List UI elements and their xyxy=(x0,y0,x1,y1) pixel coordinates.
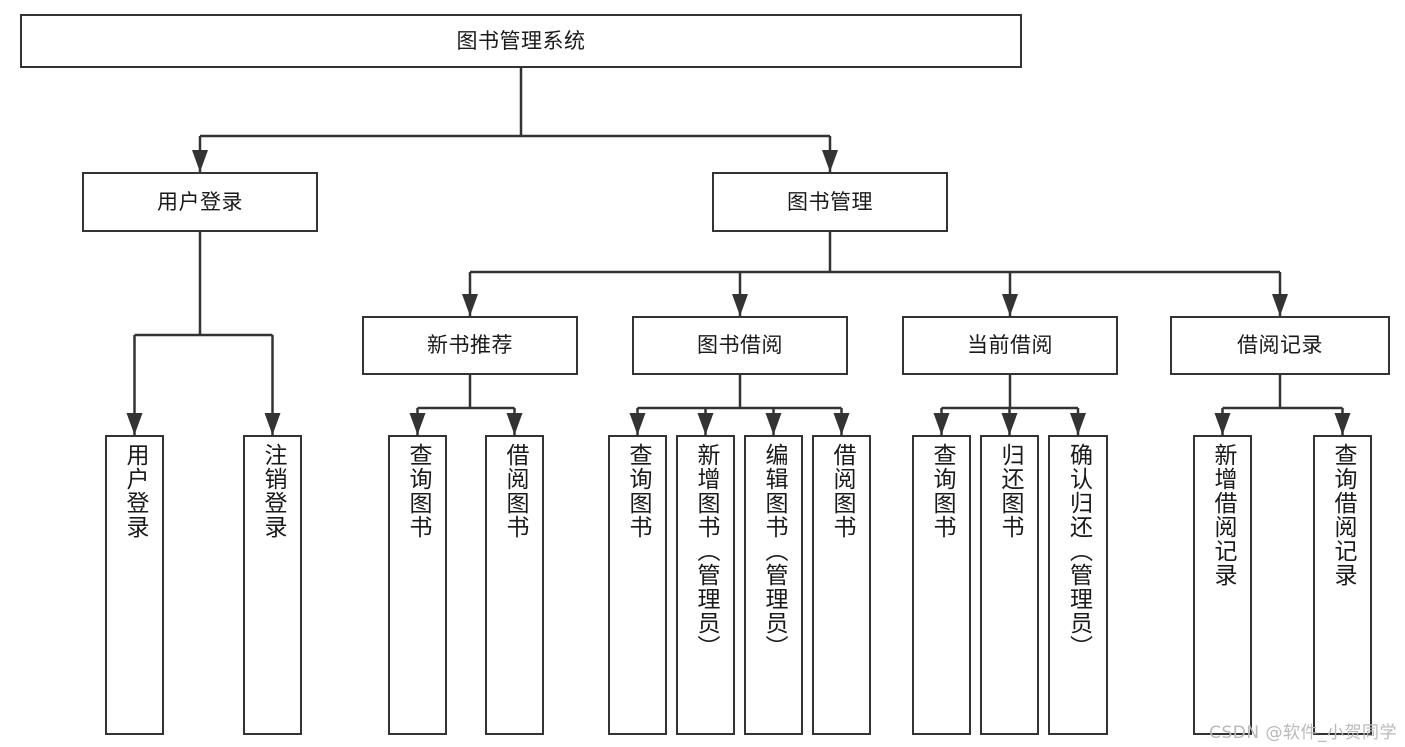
node-leaf-d3[interactable]: 确认归还（管理员） xyxy=(1048,435,1108,735)
node-leaf-c3[interactable]: 编辑图书（管理员） xyxy=(744,435,803,735)
arrowhead xyxy=(1334,413,1351,435)
node-leaf-b1[interactable]: 查询图书 xyxy=(388,435,447,735)
node-label: 查询借阅记录 xyxy=(1330,443,1356,587)
node-label: 当前借阅 xyxy=(967,333,1053,358)
node-l3a[interactable]: 新书推荐 xyxy=(362,316,578,375)
arrowhead xyxy=(462,294,478,316)
arrowhead xyxy=(126,413,143,435)
node-leaf-a2[interactable]: 注销登录 xyxy=(243,435,302,735)
arrowhead xyxy=(732,294,748,316)
node-label: 借阅图书 xyxy=(829,443,855,539)
node-l3d[interactable]: 借阅记录 xyxy=(1170,316,1390,375)
watermark: CSDN @软件_小贺同学 xyxy=(1209,723,1397,743)
node-label: 查询图书 xyxy=(929,443,955,539)
node-l2b[interactable]: 图书管理 xyxy=(712,172,948,232)
arrowhead xyxy=(1001,413,1018,435)
node-label: 确认归还（管理员） xyxy=(1065,443,1092,659)
arrowhead xyxy=(1070,413,1086,435)
node-leaf-c4[interactable]: 借阅图书 xyxy=(812,435,871,735)
node-leaf-e1[interactable]: 新增借阅记录 xyxy=(1193,435,1252,735)
node-label: 新书推荐 xyxy=(427,333,513,358)
arrowhead xyxy=(506,413,523,435)
node-label: 图书管理系统 xyxy=(456,28,586,53)
node-label: 新增借阅记录 xyxy=(1210,443,1236,587)
arrowhead xyxy=(192,150,208,172)
arrowhead xyxy=(765,413,782,435)
node-label: 查询图书 xyxy=(405,443,431,539)
arrowhead xyxy=(697,413,714,435)
node-leaf-c1[interactable]: 查询图书 xyxy=(608,435,667,735)
node-label: 借阅图书 xyxy=(502,443,528,539)
arrowhead xyxy=(1214,413,1231,435)
arrowhead xyxy=(1272,294,1288,316)
arrowhead xyxy=(264,413,281,435)
node-root[interactable]: 图书管理系统 xyxy=(20,14,1022,68)
node-label: 归还图书 xyxy=(997,443,1023,539)
arrowhead xyxy=(833,413,850,435)
node-label: 图书管理 xyxy=(787,189,873,214)
node-label: 查询图书 xyxy=(625,443,651,539)
arrowhead xyxy=(409,413,426,435)
node-l3c[interactable]: 当前借阅 xyxy=(902,316,1118,375)
arrowhead xyxy=(629,413,646,435)
node-label: 图书借阅 xyxy=(697,333,783,358)
arrowhead xyxy=(822,150,838,172)
node-leaf-a1[interactable]: 用户登录 xyxy=(105,435,164,735)
node-label: 借阅记录 xyxy=(1237,333,1323,358)
node-leaf-e2[interactable]: 查询借阅记录 xyxy=(1313,435,1372,735)
arrowhead xyxy=(1002,294,1018,316)
node-label: 新增图书（管理员） xyxy=(693,443,719,659)
node-leaf-d1[interactable]: 查询图书 xyxy=(912,435,971,735)
node-leaf-c2[interactable]: 新增图书（管理员） xyxy=(676,435,735,735)
node-label: 注销登录 xyxy=(260,443,286,539)
node-label: 用户登录 xyxy=(157,189,243,214)
node-label: 用户登录 xyxy=(122,443,148,539)
arrowhead xyxy=(933,413,950,435)
node-leaf-b2[interactable]: 借阅图书 xyxy=(485,435,544,735)
node-l3b[interactable]: 图书借阅 xyxy=(632,316,848,375)
node-label: 编辑图书（管理员） xyxy=(761,443,787,659)
node-leaf-d2[interactable]: 归还图书 xyxy=(980,435,1039,735)
node-l2a[interactable]: 用户登录 xyxy=(82,172,318,232)
